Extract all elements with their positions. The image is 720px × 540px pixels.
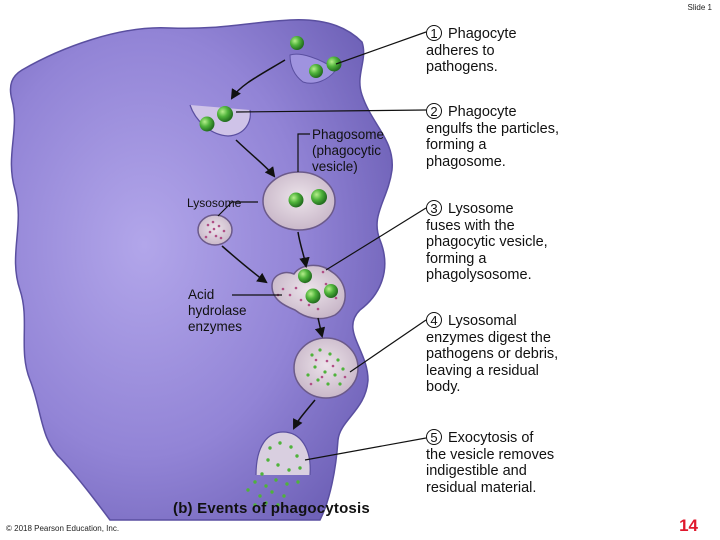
slide-label: Slide 1 [687, 3, 712, 12]
pathogen [326, 56, 342, 72]
arrow-phagolysosome-to-vesicle [314, 317, 326, 339]
pathogen [290, 36, 304, 50]
step-1: 1 Phagocyte adheres to pathogens. [426, 25, 596, 76]
process-arrows [221, 59, 326, 430]
arrow-vesicle-to-exocytosis [293, 399, 316, 430]
step-4-text: enzymes digest the pathogens or debris, … [426, 329, 559, 396]
pathogen [309, 64, 323, 78]
step-number-3: 3 [426, 200, 442, 216]
step-number-4: 4 [426, 312, 442, 328]
step-2-first-line: Phagocyte [448, 104, 517, 120]
enzymes-label-line-3: enzymes [188, 319, 243, 334]
leader-lines [217, 31, 427, 461]
figure-caption: (b) Events of phagocytosis [173, 500, 370, 517]
leader-step-5 [304, 437, 427, 461]
pathogen [217, 106, 233, 122]
phagocyte-cell [9, 19, 393, 521]
arrow-engulf-to-phagosome [235, 139, 276, 178]
digestion-vesicle [293, 337, 359, 399]
pathogen [199, 116, 215, 132]
step-number-5: 5 [426, 429, 442, 445]
step-2: 2 Phagocyte engulfs the particles, formin… [426, 103, 596, 170]
step-1-first-line: Phagocyte [448, 26, 517, 42]
step-5: 5 Exocytosis of the vesicle removes indig… [426, 429, 596, 496]
step-5-first-line: Exocytosis of [448, 430, 534, 446]
arrow-lysosome-to-phagolysosome [221, 245, 268, 284]
step-3-text: fuses with the phagocytic vesicle, formi… [426, 217, 548, 284]
arrow-pocket-to-engulf [230, 59, 286, 100]
digested-debris [306, 348, 347, 386]
lysosome [197, 214, 233, 246]
phagosome-label-line-1: Phagosome [312, 127, 385, 142]
enzymes-label-line-1: Acid [188, 287, 215, 302]
step-number-2: 2 [426, 103, 442, 119]
lysosome-enzymes [204, 220, 226, 240]
pathogen [311, 189, 327, 205]
lysosome-label: Lysosome [187, 196, 242, 210]
leader-step-2 [235, 109, 427, 113]
arrow-phagosome-to-phagolysosome [297, 231, 310, 269]
copyright-notice: © 2018 Pearson Education, Inc. [6, 524, 120, 533]
step-1-text: adheres to pathogens. [426, 42, 498, 76]
step-4-first-line: Lysosomal [448, 313, 517, 329]
leader-step-4 [349, 319, 427, 373]
leader-lysosome [217, 201, 258, 217]
step-3: 3 Lysosome fuses with the phagocytic vesi… [426, 200, 596, 284]
phagosome-label-line-2: (phagocytic [312, 143, 382, 158]
phagosome-label-line-3: vesicle) [312, 159, 358, 174]
leader-step-1 [335, 31, 427, 65]
pathogen [305, 288, 321, 304]
step-2-text: engulfs the particles, forming a phagoso… [426, 120, 559, 170]
step-5-text: the vesicle removes indigestible and res… [426, 446, 555, 496]
pathogen [288, 192, 304, 208]
leader-phagosome [297, 133, 310, 172]
enzymes-label-line-2: hydrolase [188, 303, 247, 318]
step-number-1: 1 [426, 25, 442, 41]
page-number: 14 [679, 516, 698, 535]
pathogen [324, 284, 338, 298]
pathogen [298, 269, 312, 283]
exocytosis-pocket [255, 431, 311, 476]
step-4: 4 Lysosomal enzymes digest the pathogens … [426, 312, 596, 396]
released-material [246, 441, 302, 507]
enzymes-label: Acid hydrolase enzymes [188, 287, 247, 335]
step-3-first-line: Lysosome [448, 201, 514, 217]
phagosome-label: Phagosome (phagocytic vesicle) [312, 127, 384, 175]
leader-step-3 [325, 207, 427, 271]
engulfing-pocket [189, 104, 251, 137]
